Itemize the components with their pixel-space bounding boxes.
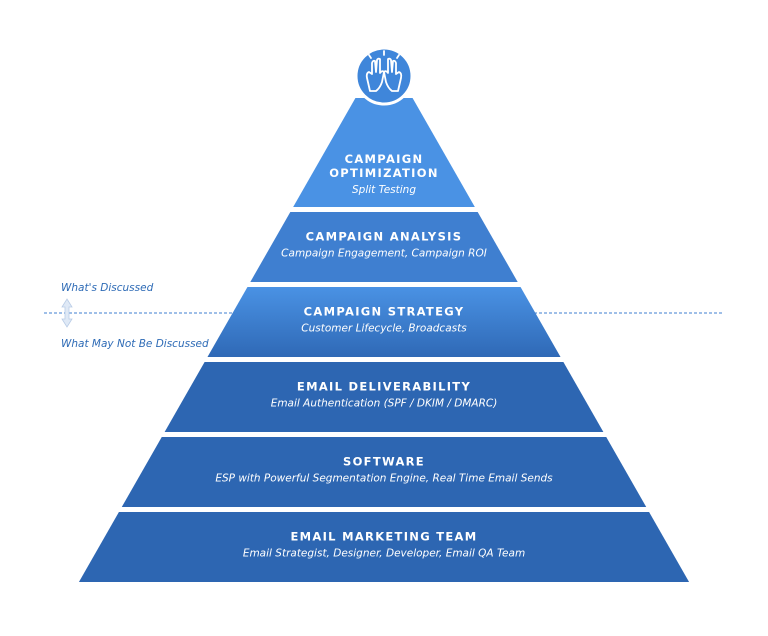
tier-title: SOFTWARE bbox=[343, 455, 425, 469]
tier-title: EMAIL DELIVERABILITY bbox=[297, 380, 471, 394]
tier-email-deliverability-shape bbox=[164, 362, 604, 432]
tier-subtitle: Split Testing bbox=[352, 184, 416, 196]
tier-campaign-optimization-shape bbox=[293, 98, 475, 207]
tier-campaign-strategy: CAMPAIGN STRATEGY Customer Lifecycle, Bro… bbox=[207, 287, 561, 357]
tier-campaign-strategy-shape bbox=[207, 287, 561, 357]
tier-email-marketing-team-shape bbox=[78, 512, 690, 582]
tier-email-marketing-team: EMAIL MARKETING TEAM Email Strategist, De… bbox=[78, 512, 690, 582]
tier-subtitle: Campaign Engagement, Campaign ROI bbox=[281, 248, 487, 260]
tier-email-deliverability: EMAIL DELIVERABILITY Email Authentication… bbox=[164, 362, 604, 432]
tier-subtitle: Email Authentication (SPF / DKIM / DMARC… bbox=[271, 398, 498, 410]
high-five-icon bbox=[354, 46, 414, 106]
whats-discussed-label: What's Discussed bbox=[61, 282, 154, 294]
what-may-not-be-discussed-label: What May Not Be Discussed bbox=[61, 338, 209, 350]
tier-subtitle: Customer Lifecycle, Broadcasts bbox=[301, 323, 467, 335]
tier-software: SOFTWARE ESP with Powerful Segmentation E… bbox=[121, 437, 647, 507]
tier-title: OPTIMIZATION bbox=[329, 166, 439, 180]
tier-title: CAMPAIGN ANALYSIS bbox=[306, 230, 463, 244]
tier-campaign-analysis-shape bbox=[250, 212, 518, 282]
tier-subtitle: ESP with Powerful Segmentation Engine, R… bbox=[215, 473, 553, 485]
tier-title: CAMPAIGN bbox=[345, 152, 424, 166]
tier-title: CAMPAIGN STRATEGY bbox=[304, 305, 465, 319]
up-down-arrow-icon bbox=[61, 298, 73, 328]
tier-software-shape bbox=[121, 437, 647, 507]
tier-title: EMAIL MARKETING TEAM bbox=[290, 530, 477, 544]
tier-campaign-analysis: CAMPAIGN ANALYSIS Campaign Engagement, Ca… bbox=[250, 212, 518, 282]
tier-subtitle: Email Strategist, Designer, Developer, E… bbox=[243, 548, 525, 560]
